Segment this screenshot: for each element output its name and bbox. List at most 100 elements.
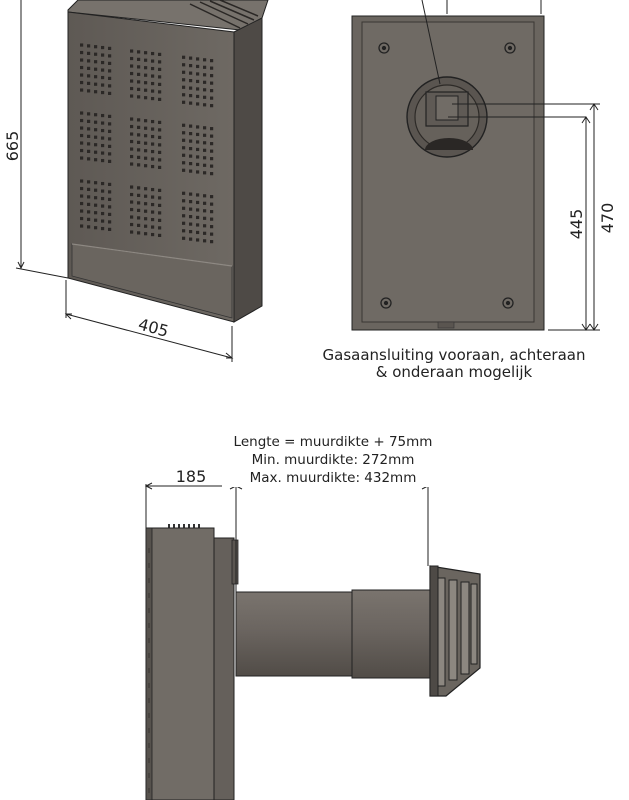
perforation-hole (189, 207, 193, 211)
perforation-hole (80, 88, 84, 92)
perforation-hole (80, 133, 84, 138)
perforation-hole (151, 66, 155, 71)
perforation-hole (137, 57, 141, 61)
perforation-hole (151, 119, 155, 124)
perforation-hole (210, 89, 214, 93)
perforation-hole (87, 89, 91, 93)
perforation-hole (137, 140, 141, 144)
perforation-hole (80, 194, 84, 198)
perforation-hole (137, 118, 141, 122)
perforation-hole (203, 163, 207, 167)
perforation-hole (203, 239, 207, 243)
perforation-hole (130, 162, 134, 166)
perforation-hole (196, 140, 200, 144)
perforation-hole (210, 157, 214, 161)
perforation-hole (196, 102, 200, 106)
perforation-hole (137, 231, 141, 235)
perforation-hole (130, 124, 134, 129)
perforation-hole (203, 171, 207, 175)
perforation-hole (144, 66, 148, 70)
perforation-hole (101, 53, 105, 57)
perforation-hole (94, 226, 98, 230)
perforation-hole (87, 59, 91, 63)
perforation-hole (151, 187, 155, 192)
perforation-hole (94, 135, 98, 139)
perforation-hole (80, 201, 84, 206)
perforation-hole (80, 111, 84, 115)
perforation-hole (108, 69, 112, 73)
perforation-hole (130, 56, 134, 61)
perforation-hole (101, 83, 105, 87)
perforation-hole (87, 51, 91, 55)
perforation-hole (189, 215, 193, 219)
perforation-hole (203, 65, 207, 69)
perforation-hole (94, 203, 98, 207)
perforation-hole (108, 220, 112, 224)
perforation-hole (189, 86, 193, 90)
perforation-hole (151, 89, 155, 93)
perforation-hole (158, 97, 162, 101)
perforation-hole (87, 81, 91, 85)
perforation-hole (144, 187, 148, 191)
perforation-hole (151, 210, 155, 214)
perforation-hole (108, 76, 112, 80)
perforation-hole (189, 79, 193, 83)
perforation-hole (101, 121, 105, 125)
perforation-hole (137, 208, 141, 212)
perforation-hole (210, 202, 214, 206)
perforation-hole (101, 45, 105, 50)
perforation-hole (80, 224, 84, 228)
perforation-hole (108, 137, 112, 141)
perforation-hole (108, 159, 112, 163)
perforation-hole (101, 219, 105, 223)
perforation-hole (158, 143, 162, 147)
perforation-hole (144, 126, 148, 130)
perforation-hole (80, 209, 84, 213)
perforation-hole (144, 96, 148, 100)
perforation-hole (158, 135, 162, 139)
perforation-hole (203, 73, 207, 77)
perforation-hole (101, 143, 105, 148)
perforation-hole (87, 180, 91, 184)
perforation-hole (130, 132, 134, 136)
perforation-hole (80, 58, 84, 62)
perforation-hole (151, 217, 155, 222)
perforation-hole (203, 80, 207, 84)
perforation-hole (189, 237, 193, 241)
perforation-hole (80, 80, 84, 85)
perforation-hole (144, 194, 148, 198)
perforation-hole (144, 134, 148, 138)
perforation-hole (196, 208, 200, 212)
perforation-hole (80, 186, 84, 191)
perforation-hole (94, 75, 98, 79)
perforation-hole (182, 206, 186, 210)
perforation-hole (87, 149, 91, 153)
perforation-hole (158, 52, 162, 56)
perforation-hole (101, 128, 105, 133)
perforation-hole (189, 192, 193, 196)
perforation-hole (101, 211, 105, 216)
perforation-hole (210, 96, 214, 100)
perforation-hole (94, 211, 98, 215)
perforation-hole (151, 59, 155, 63)
perforation-hole (196, 72, 200, 76)
perforation-hole (130, 86, 134, 91)
flue-pipe-outer (351, 589, 435, 679)
perforation-hole (158, 90, 162, 94)
perforation-hole (94, 90, 98, 94)
perforation-hole (182, 236, 186, 240)
perforation-hole (137, 193, 141, 197)
perforation-hole (137, 201, 141, 205)
perforation-hole (87, 119, 91, 123)
perforation-hole (94, 52, 98, 56)
perforation-hole (189, 162, 193, 166)
perforation-hole (158, 75, 162, 79)
perforation-hole (203, 156, 207, 160)
perforation-hole (189, 154, 193, 158)
back-view-heater (351, 15, 545, 331)
perforation-hole (203, 58, 207, 62)
perforation-hole (203, 231, 207, 235)
perforation-hole (158, 211, 162, 215)
perforation-hole (203, 95, 207, 99)
perforation-hole (130, 200, 134, 204)
